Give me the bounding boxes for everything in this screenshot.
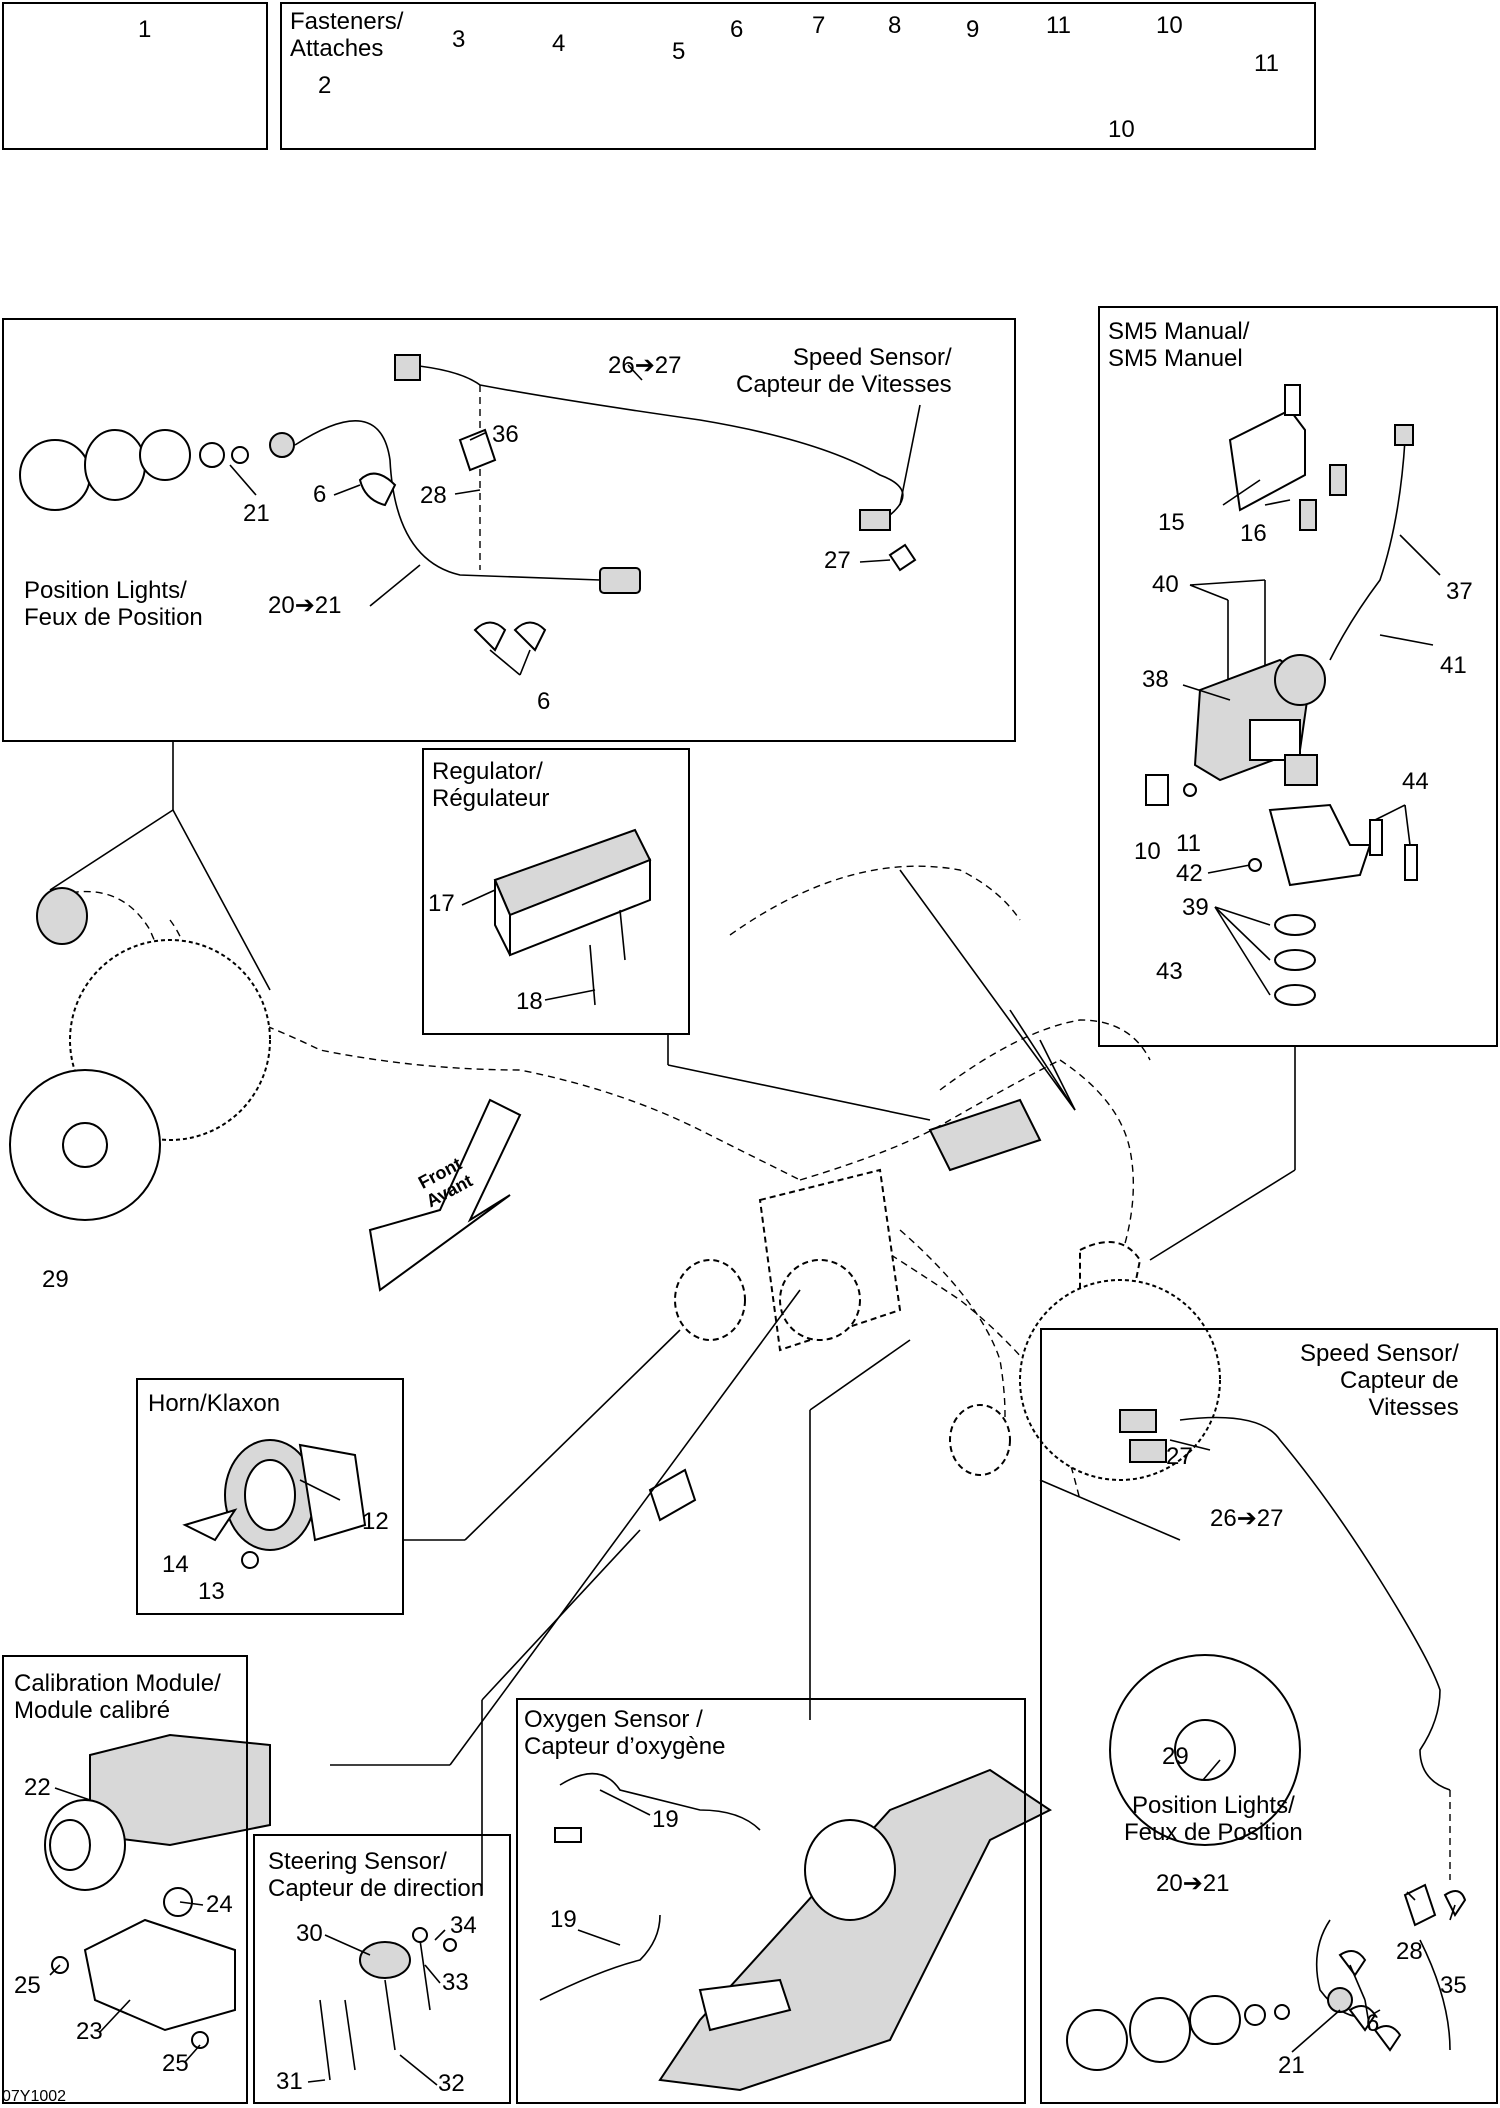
callout: 19 [652,1806,679,1833]
callout: 43 [1156,958,1183,985]
horn-box [136,1378,404,1615]
callout: 7 [812,12,826,39]
callout: 3 [452,26,466,53]
speed-sensor-top-title: Speed Sensor/ Capteur de Vitesses [736,344,952,398]
tube-box [2,2,268,150]
callout: 33 [442,1969,469,1996]
callout: 10 [1108,116,1135,143]
callout: 42 [1176,860,1203,887]
fasteners-box [280,2,1316,150]
callout: 27 [1166,1443,1193,1470]
speed-sensor-bottom-ref: 26➔27 [1210,1505,1284,1532]
callout: 25 [162,2050,189,2077]
connector-lines [49,742,1296,1895]
callout: 21 [1278,2052,1305,2079]
calibration-module-box [2,1655,248,2104]
steering-title: Steering Sensor/ Capteur de direction [268,1848,485,1902]
callout: 37 [1446,578,1473,605]
callout: 6 [313,481,327,508]
callout: 38 [1142,666,1169,693]
callout: 12 [362,1508,389,1535]
leader-lines [49,25,1456,2086]
bottom-speed-sensor [1066,1409,1467,2071]
callout: 8 [888,12,902,39]
speed-sensor-top-ref: 26➔27 [608,352,682,379]
regulator-title: Regulator/ Régulateur [432,758,550,812]
steering-sensor-part [319,1927,457,2081]
callout: 27 [824,547,851,574]
callout: 11 [1254,50,1279,77]
callout: 16 [1240,520,1267,547]
speed-sensor-bottom-box [1040,1328,1498,2104]
callout: 11 [1046,12,1071,39]
callout: 17 [428,890,455,917]
oxygen-sensor-part [539,1768,1052,2092]
callout: 15 [1158,509,1185,536]
callout: 29 [1162,1743,1189,1770]
sm5-manual-box [1098,306,1498,1047]
sm5-parts [1145,384,1418,1006]
position-lights-speed-sensor-box [2,318,1016,742]
callout: 13 [198,1578,225,1605]
callout: 10 [1134,838,1161,865]
sm5-title: SM5 Manual/ SM5 Manuel [1108,318,1250,372]
vehicle-harness [9,865,1221,1522]
callout: 19 [550,1906,577,1933]
front-arrow [368,1098,522,1292]
position-lights-bottom-ref: 20➔21 [1156,1870,1230,1897]
steering-sensor-box [253,1834,511,2104]
callout: 24 [206,1891,233,1918]
calibration-module-part [44,1733,271,2049]
callout: 2 [318,72,332,99]
calibration-title: Calibration Module/ Module calibré [14,1670,221,1724]
callout: 21 [243,500,270,527]
regulator-box [422,748,690,1035]
position-lights-top-title: Position Lights/ Feux de Position [24,577,203,631]
callout: 6 [730,16,744,43]
callout: 18 [516,988,543,1015]
callout: 29 [42,1266,69,1293]
speed-sensor-bottom-title: Speed Sensor/ Capteur de Vitesses [1300,1340,1459,1421]
callout: 22 [24,1774,51,1801]
fasteners-title: Fasteners/ Attaches [290,8,404,62]
callout: 6 [537,688,551,715]
callout: 34 [450,1912,477,1939]
horn-title: Horn/Klaxon [148,1390,281,1417]
callout: 36 [492,421,519,448]
callout: 28 [420,482,447,509]
callout: 28 [1396,1938,1423,1965]
callout: 4 [552,30,566,57]
callout: 35 [1440,1972,1467,1999]
callout: 31 [276,2068,303,2095]
oxygen-title: Oxygen Sensor / Capteur d’oxygène [524,1706,726,1760]
callout: 41 [1440,652,1467,679]
oxygen-sensor-box [516,1698,1026,2104]
top-harness [19,354,917,652]
position-lights-top-ref: 20➔21 [268,592,342,619]
horn-part [182,1439,367,1569]
callout: 44 [1402,768,1429,795]
diagram-code: 07Y1002 [2,2088,67,2105]
callout: 11 [1176,830,1201,857]
callout: 25 [14,1972,41,1999]
callout: 9 [966,16,980,43]
callout: 40 [1152,571,1179,598]
position-lights-bottom-title: Position Lights/ Feux de Position [1124,1792,1303,1846]
callout: 5 [672,38,686,65]
callout: 1 [138,16,152,43]
callout: 39 [1182,894,1209,921]
callout: 32 [438,2070,465,2097]
regulator-part [493,828,652,1006]
callout: 10 [1156,12,1183,39]
callout: 6 [1366,2010,1380,2037]
callout: 23 [76,2018,103,2045]
callout: 30 [296,1920,323,1947]
callout: 14 [162,1551,189,1578]
